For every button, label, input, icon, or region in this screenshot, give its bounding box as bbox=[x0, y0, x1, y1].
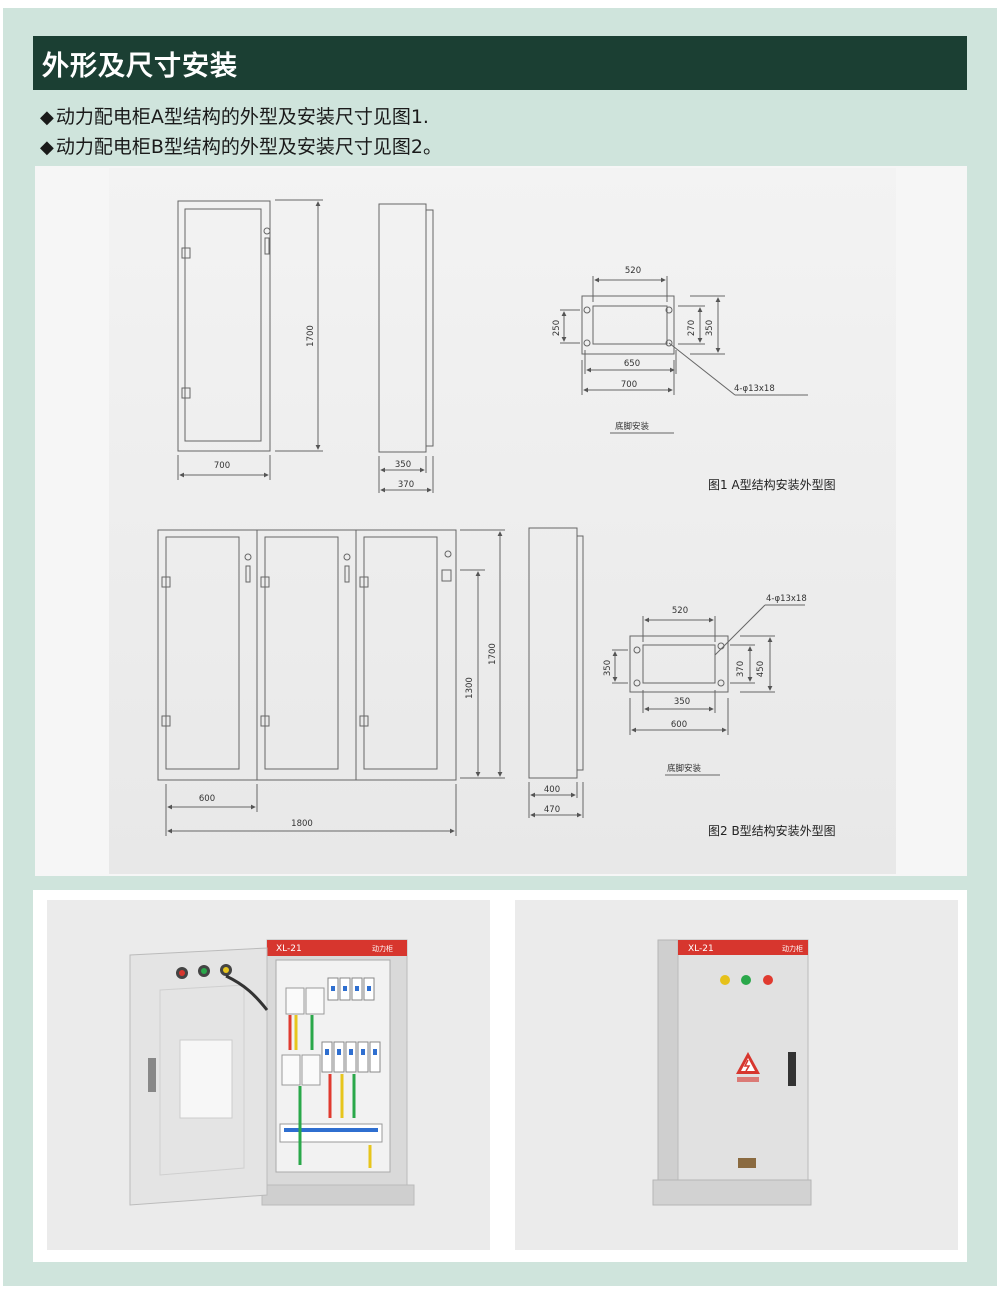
fig-a-depth-outer-label: 370 bbox=[398, 480, 414, 490]
fig-b-total-width-label: 1800 bbox=[291, 819, 313, 829]
bullet-text-a: 动力配电柜A型结构的外型及安装尺寸见图1. bbox=[55, 106, 429, 128]
figure-b-side-view bbox=[528, 527, 584, 779]
figure-b-width-dims bbox=[165, 784, 457, 836]
figure-b-front-view bbox=[157, 529, 457, 781]
section-header-bar bbox=[33, 36, 967, 90]
fig-b-hole-spec: 4-φ13x18 bbox=[766, 594, 807, 604]
fig-a-height-label: 1700 bbox=[306, 325, 316, 347]
fig-a-depth-inner-label: 350 bbox=[395, 460, 411, 470]
figure-b-caption: 图2 B型结构安装外型图 bbox=[708, 823, 836, 838]
fig-a-base-inner-height: 270 bbox=[687, 320, 697, 336]
breaker-row-top bbox=[285, 977, 375, 1015]
breaker-row-bottom bbox=[279, 1123, 383, 1143]
figure-b-base-plan bbox=[612, 604, 805, 776]
fig-b-height-label: 1700 bbox=[488, 643, 498, 665]
open-cabinet-illustration: XL-21 动力柜 bbox=[129, 939, 415, 1206]
fig-b-base-outer-width: 600 bbox=[671, 720, 687, 730]
figure-b-height-dims bbox=[460, 529, 505, 779]
indicator-light-green bbox=[741, 975, 751, 985]
fig-b-base-outer-height: 450 bbox=[756, 661, 766, 677]
bullet-item-b: ◆动力配电柜B型结构的外型及安装尺寸见图2。 bbox=[40, 132, 442, 159]
figure-b-depth-dims bbox=[528, 782, 584, 818]
closed-cabinet-type-label: 动力柜 bbox=[782, 944, 803, 953]
open-cabinet-type-label: 动力柜 bbox=[372, 944, 393, 953]
fig-a-base-outer-width: 700 bbox=[621, 380, 637, 390]
drawing-sheet bbox=[109, 168, 896, 874]
figure-a-caption: 图1 A型结构安装外型图 bbox=[708, 477, 836, 492]
door-handle bbox=[788, 1052, 796, 1086]
indicator-light-yellow bbox=[720, 975, 730, 985]
fig-a-base-label: 底脚安装 bbox=[615, 421, 650, 432]
figure-a-depth-dims bbox=[378, 456, 434, 493]
diamond-bullet-icon: ◆ bbox=[40, 137, 54, 158]
fig-b-depth-inner-label: 400 bbox=[544, 785, 560, 795]
fig-b-door-height-label: 1300 bbox=[465, 677, 475, 699]
bullet-item-a: ◆动力配电柜A型结构的外型及安装尺寸见图1. bbox=[40, 102, 429, 129]
fig-a-base-outer-height: 350 bbox=[705, 320, 715, 336]
indicator-light-red bbox=[763, 975, 773, 985]
diamond-bullet-icon: ◆ bbox=[40, 107, 54, 128]
figure-a-front-view bbox=[177, 200, 271, 452]
fig-b-base-inner-height: 370 bbox=[736, 661, 746, 677]
figure-a-base-plan bbox=[560, 276, 808, 434]
figure-a-height-dim bbox=[275, 199, 323, 452]
figure-a-width-dim bbox=[177, 455, 271, 480]
fig-a-base-top-width: 520 bbox=[625, 266, 641, 276]
fig-b-depth-outer-label: 470 bbox=[544, 805, 560, 815]
fig-b-base-left-height: 350 bbox=[603, 660, 613, 676]
breaker-row-middle bbox=[281, 1041, 381, 1086]
closed-cabinet-illustration: XL-21 动力柜 bbox=[652, 939, 812, 1206]
fig-a-base-left-height: 250 bbox=[552, 320, 562, 336]
fig-a-width-label: 700 bbox=[214, 461, 230, 471]
fig-a-base-inner-width: 650 bbox=[624, 359, 640, 369]
fig-b-base-inner-width: 350 bbox=[674, 697, 690, 707]
section-title: 外形及尺寸安装 bbox=[42, 51, 238, 82]
fig-b-base-label: 底脚安装 bbox=[667, 763, 702, 774]
fig-b-base-top-width: 520 bbox=[672, 606, 688, 616]
fig-b-panel-width-label: 600 bbox=[199, 794, 215, 804]
open-cabinet-model-label: XL-21 bbox=[276, 944, 302, 954]
closed-cabinet-model-label: XL-21 bbox=[688, 944, 714, 954]
figure-a-side-view bbox=[378, 203, 434, 453]
fig-a-hole-spec: 4-φ13x18 bbox=[734, 384, 775, 394]
bullet-text-b: 动力配电柜B型结构的外型及安装尺寸见图2。 bbox=[55, 136, 442, 158]
